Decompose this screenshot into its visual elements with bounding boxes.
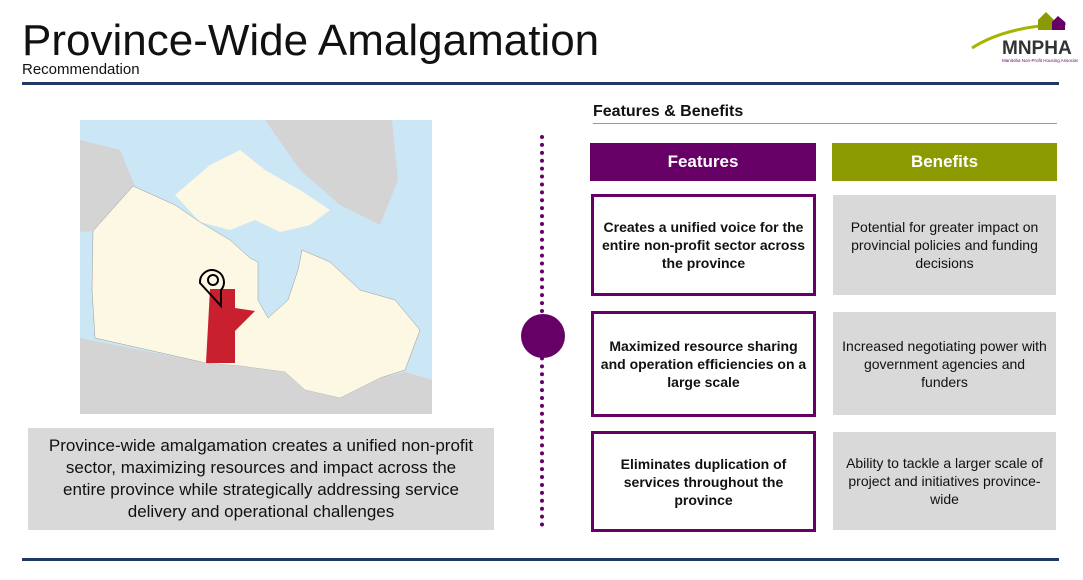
feature-card: Maximized resource sharing and operation… bbox=[591, 311, 816, 417]
mnpha-logo: MNPHA Manitoba Non-Profit Housing Associ… bbox=[966, 8, 1083, 64]
features-benefits-title: Features & Benefits bbox=[593, 103, 744, 120]
footer-rule bbox=[22, 558, 1059, 561]
benefit-card: Potential for greater impact on provinci… bbox=[833, 195, 1056, 295]
canada-map bbox=[80, 120, 432, 414]
location-pin-icon bbox=[198, 269, 225, 309]
features-benefits-rule bbox=[593, 123, 1057, 124]
page-title: Province-Wide Amalgamation bbox=[22, 16, 600, 65]
svg-text:MNPHA: MNPHA bbox=[1002, 38, 1072, 59]
manitoba-highlight bbox=[206, 289, 255, 363]
svg-text:Manitoba Non-Profit Housing As: Manitoba Non-Profit Housing Association bbox=[1002, 58, 1078, 63]
benefits-header: Benefits bbox=[832, 143, 1057, 181]
benefit-card: Ability to tackle a larger scale of proj… bbox=[833, 432, 1056, 530]
feature-card: Eliminates duplication of services throu… bbox=[591, 431, 816, 532]
summary-text: Province-wide amalgamation creates a uni… bbox=[28, 428, 494, 530]
feature-card: Creates a unified voice for the entire n… bbox=[591, 194, 816, 296]
features-header: Features bbox=[590, 143, 816, 181]
page-subtitle: Recommendation bbox=[22, 61, 140, 78]
benefit-card: Increased negotiating power with governm… bbox=[833, 312, 1056, 415]
header-rule bbox=[22, 82, 1059, 85]
timeline-dot bbox=[521, 314, 565, 358]
